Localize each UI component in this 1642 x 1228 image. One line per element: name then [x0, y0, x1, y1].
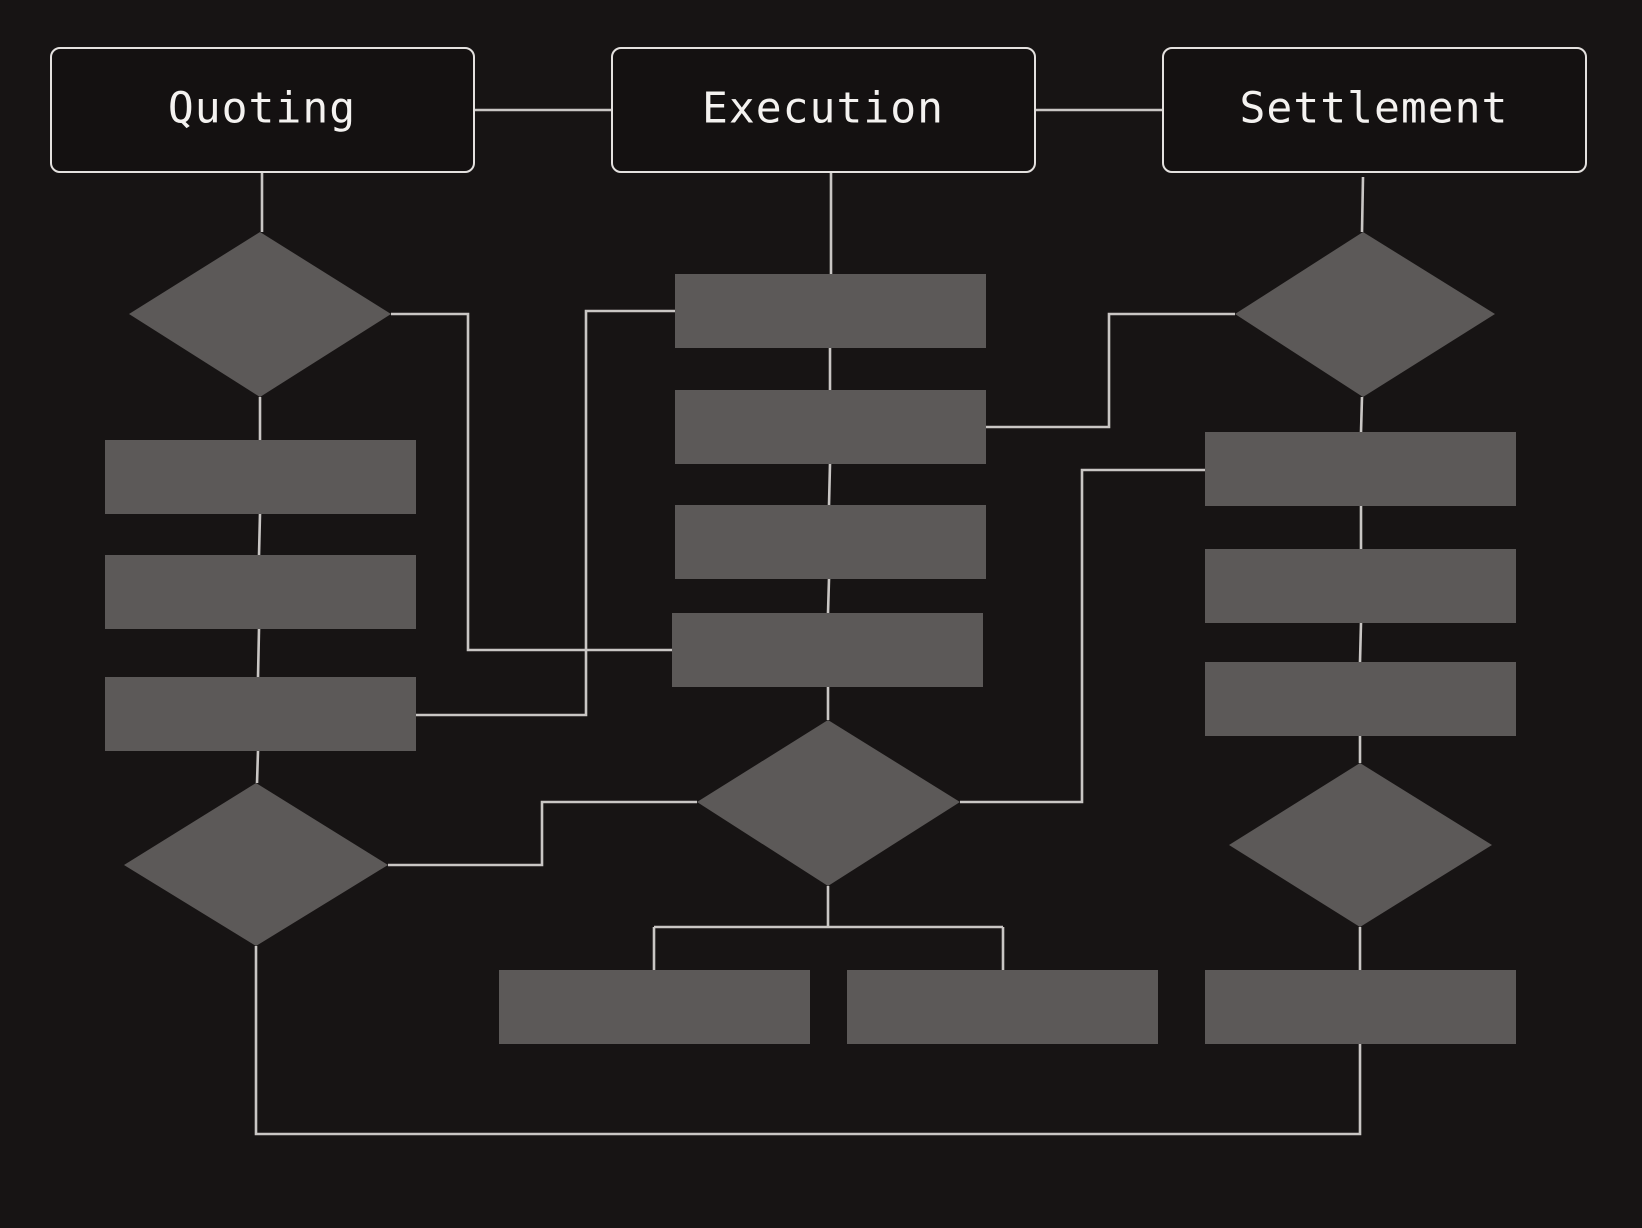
connector-settlement-spine-4 — [1358, 622, 1363, 663]
connectors — [254, 108, 1365, 1136]
lane-header-settlement: Settlement — [1162, 47, 1587, 173]
lane-execution-nodes — [499, 274, 1158, 1044]
lane-header-settlement-label: Settlement — [1240, 84, 1509, 134]
connector-settlement-spine-1 — [1360, 176, 1365, 233]
execution-process-2 — [675, 390, 986, 464]
execution-process-3 — [675, 505, 986, 579]
lane-header-quoting-box — [50, 47, 475, 173]
lane-header-execution-box — [611, 47, 1036, 173]
connector-quoting-spine-4 — [256, 628, 261, 678]
lane-settlement-nodes — [1205, 232, 1516, 1044]
connector-execution-decision-to-settlement-process-1 — [960, 468, 1205, 804]
connector-quoting-decision-to-execution-process-4 — [391, 312, 672, 652]
lane-quoting-nodes — [105, 232, 416, 946]
connector-quoting-spine-3 — [257, 513, 262, 556]
connector-execution-spine-3 — [827, 463, 832, 506]
execution-decision-1 — [697, 720, 960, 886]
quoting-process-2 — [105, 555, 416, 629]
execution-process-6 — [847, 970, 1158, 1044]
settlement-process-2 — [1205, 549, 1516, 623]
lane-headers: Quoting Execution Settlement — [50, 47, 1587, 173]
connector-quoting-decision-to-execution-decision — [388, 800, 697, 867]
lane-header-quoting-label: Quoting — [168, 84, 356, 134]
lane-header-execution: Execution — [611, 47, 1036, 173]
quoting-decision-2 — [124, 783, 388, 946]
settlement-process-1 — [1205, 432, 1516, 506]
lane-header-settlement-box — [1162, 47, 1587, 173]
connector-quoting-to-settlement-loop — [254, 946, 1362, 1136]
connector-execution-spine-4 — [826, 578, 831, 614]
connector-quoting-spine-5 — [255, 750, 260, 784]
settlement-process-3 — [1205, 662, 1516, 736]
connector-execution-decision-branch — [652, 886, 1005, 970]
settlement-process-4 — [1205, 970, 1516, 1044]
settlement-decision-1 — [1235, 232, 1495, 397]
lane-header-execution-label: Execution — [702, 84, 944, 134]
quoting-process-3 — [105, 677, 416, 751]
connector-settlement-spine-2 — [1359, 396, 1364, 433]
execution-process-1 — [675, 274, 986, 348]
lane-header-quoting: Quoting — [50, 47, 475, 173]
quoting-process-1 — [105, 440, 416, 514]
quoting-decision-1 — [129, 232, 391, 397]
settlement-decision-2 — [1229, 763, 1492, 927]
execution-process-5 — [499, 970, 810, 1044]
connector-execution-process-2-to-settlement-decision — [986, 312, 1235, 429]
execution-process-4 — [672, 613, 983, 687]
connector-execution-process-1-to-quoting-process-3 — [416, 309, 675, 717]
